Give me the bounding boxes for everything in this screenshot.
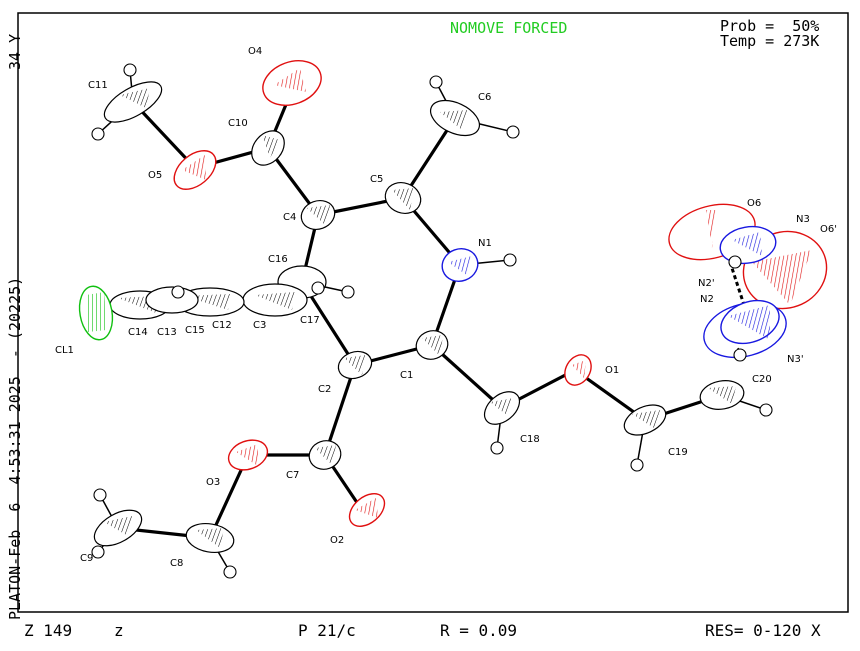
atom-label-c12: C12 <box>212 320 232 331</box>
disorder-dashed-bond <box>728 261 747 309</box>
atom-label-n1: N1 <box>478 238 492 249</box>
atom-label-n2-prime: N2' <box>698 278 715 289</box>
atom-label-o5: O5 <box>148 170 162 181</box>
hydrogen-bonds <box>97 69 767 573</box>
atom-label-o1: O1 <box>605 365 619 376</box>
atom-label-o6-prime: O6' <box>820 224 837 235</box>
footer-axis: z <box>114 621 124 640</box>
atom-label-c5: C5 <box>370 174 383 185</box>
atom-label-c8: C8 <box>170 558 183 569</box>
atom-label-c17: C17 <box>300 315 320 326</box>
atom-label-c19: C19 <box>668 447 688 458</box>
nitrogen-atoms <box>441 225 787 359</box>
atom-label-o2: O2 <box>330 535 344 546</box>
atom-label-c16: C16 <box>268 254 288 265</box>
atom-label-o3: O3 <box>206 477 220 488</box>
atom-label-c7: C7 <box>286 470 299 481</box>
atom-label-o6: O6 <box>747 198 761 209</box>
nomove-forced-status: NOMOVE FORCED <box>450 19 568 37</box>
atom-label-c18: C18 <box>520 434 540 445</box>
footer-space-group: P 21/c <box>298 621 356 640</box>
atom-label-c2: C2 <box>318 384 331 395</box>
atom-label-c20: C20 <box>752 374 772 385</box>
atom-label-o4: O4 <box>248 46 262 57</box>
atom-label-c4: C4 <box>283 212 296 223</box>
atom-label-c1: C1 <box>400 370 413 381</box>
atom-label-c9: C9 <box>80 553 93 564</box>
atom-label-cl1: CL1 <box>55 345 74 356</box>
atom-label-c15: C15 <box>185 325 205 336</box>
footer-z-count: Z 149 <box>24 621 73 640</box>
atom-label-n3-prime: N3' <box>787 354 804 365</box>
atom-label-c11: C11 <box>88 80 108 91</box>
atom-label-c10: C10 <box>228 118 248 129</box>
atom-label-c14: C14 <box>128 327 148 338</box>
carbon-atoms <box>93 81 745 554</box>
atom-label-c13: C13 <box>157 327 177 338</box>
hydrogen-atoms <box>91 63 773 579</box>
atom-labels: C11 O4 C6 C10 C5 O5 C4 N1 O6 N3 O6' C16 … <box>55 46 837 569</box>
atom-label-n2: N2 <box>700 294 714 305</box>
footer-resolution: RES= 0-120 X <box>705 621 821 640</box>
atom-label-c6: C6 <box>478 92 491 103</box>
side-axis-label: 34 Y <box>6 33 24 70</box>
probability-line: Prob = 50% <box>720 17 820 35</box>
chlorine-atom <box>78 285 114 341</box>
footer-r-factor: R = 0.09 <box>440 621 518 640</box>
atom-label-n3: N3 <box>796 214 810 225</box>
temperature-line: Temp = 273K <box>720 32 820 50</box>
side-timestamp: PLATON-Feb 6 4:53:31 2025 - (20225) <box>6 276 24 620</box>
atom-label-c3: C3 <box>253 320 266 331</box>
